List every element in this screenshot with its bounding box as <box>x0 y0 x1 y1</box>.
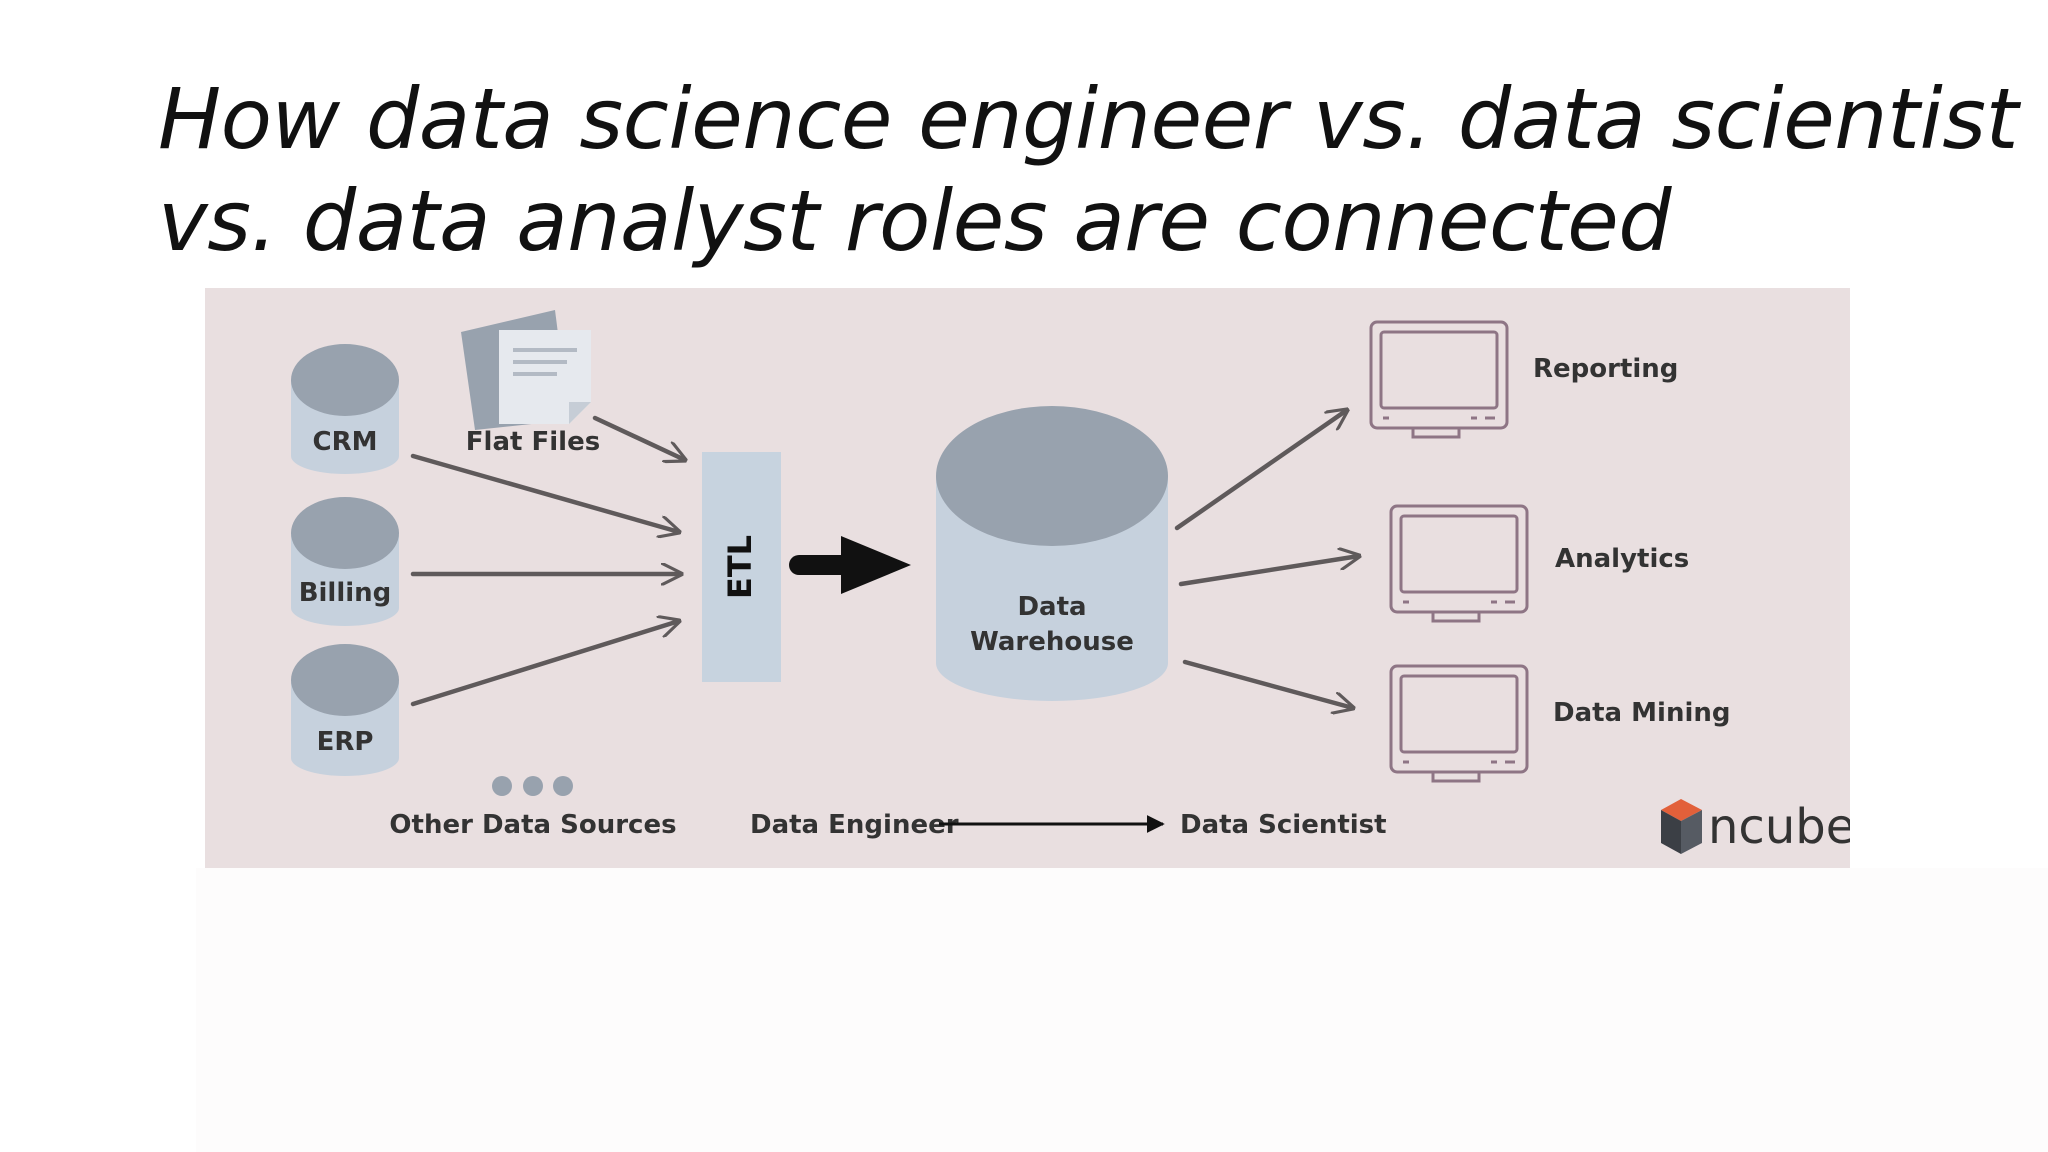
crm-label: CRM <box>313 427 378 457</box>
diagram-canvas: CRM Billing ERP Flat Files <box>205 288 1850 868</box>
etl-to-warehouse-arrow <box>789 536 911 594</box>
title-line-1: How data science engineer vs. data scien… <box>158 70 2019 168</box>
document-icon <box>461 310 591 430</box>
other-sources-label: Other Data Sources <box>389 810 676 840</box>
crm-arrow <box>410 453 679 532</box>
erp-database-icon <box>291 644 399 776</box>
data-engineer-label: Data Engineer <box>750 810 959 840</box>
billing-label: Billing <box>299 578 392 608</box>
analytics-arrow <box>1178 556 1359 587</box>
billing-database-icon <box>291 497 399 626</box>
erp-arrow <box>410 621 679 707</box>
erp-label: ERP <box>317 727 374 757</box>
cube-icon <box>1661 799 1702 854</box>
data-scientist-label: Data Scientist <box>1180 810 1387 840</box>
data-warehouse-icon <box>936 406 1168 701</box>
warehouse-label-line-1: Data <box>1017 592 1086 622</box>
output-arrows <box>1174 410 1359 708</box>
lower-pane <box>196 868 2048 1152</box>
analytics-monitor-icon <box>1389 504 1529 623</box>
warehouse-label-line-2: Warehouse <box>970 627 1134 657</box>
source-arrows <box>410 415 685 707</box>
brand-logo-text: ncube <box>1708 799 1850 855</box>
data-flow-diagram: CRM Billing ERP Flat Files <box>205 288 1850 868</box>
ellipsis-dots-icon <box>492 776 573 796</box>
title-line-2: vs. data analyst roles are connected <box>158 172 1672 270</box>
etl-label: ETL <box>721 535 759 599</box>
reporting-label: Reporting <box>1533 354 1678 384</box>
data-mining-monitor-icon <box>1389 664 1529 783</box>
reporting-monitor-icon <box>1369 320 1509 439</box>
data-mining-label: Data Mining <box>1553 698 1730 728</box>
crm-database-icon <box>291 344 399 474</box>
etl-block <box>702 452 781 682</box>
flat-files-label: Flat Files <box>466 427 600 457</box>
analytics-label: Analytics <box>1555 544 1689 574</box>
data-mining-arrow <box>1182 659 1353 708</box>
slide-title: How data science engineer vs. data scien… <box>158 68 2019 272</box>
reporting-arrow <box>1174 410 1347 531</box>
flat-files-arrow <box>592 415 685 460</box>
